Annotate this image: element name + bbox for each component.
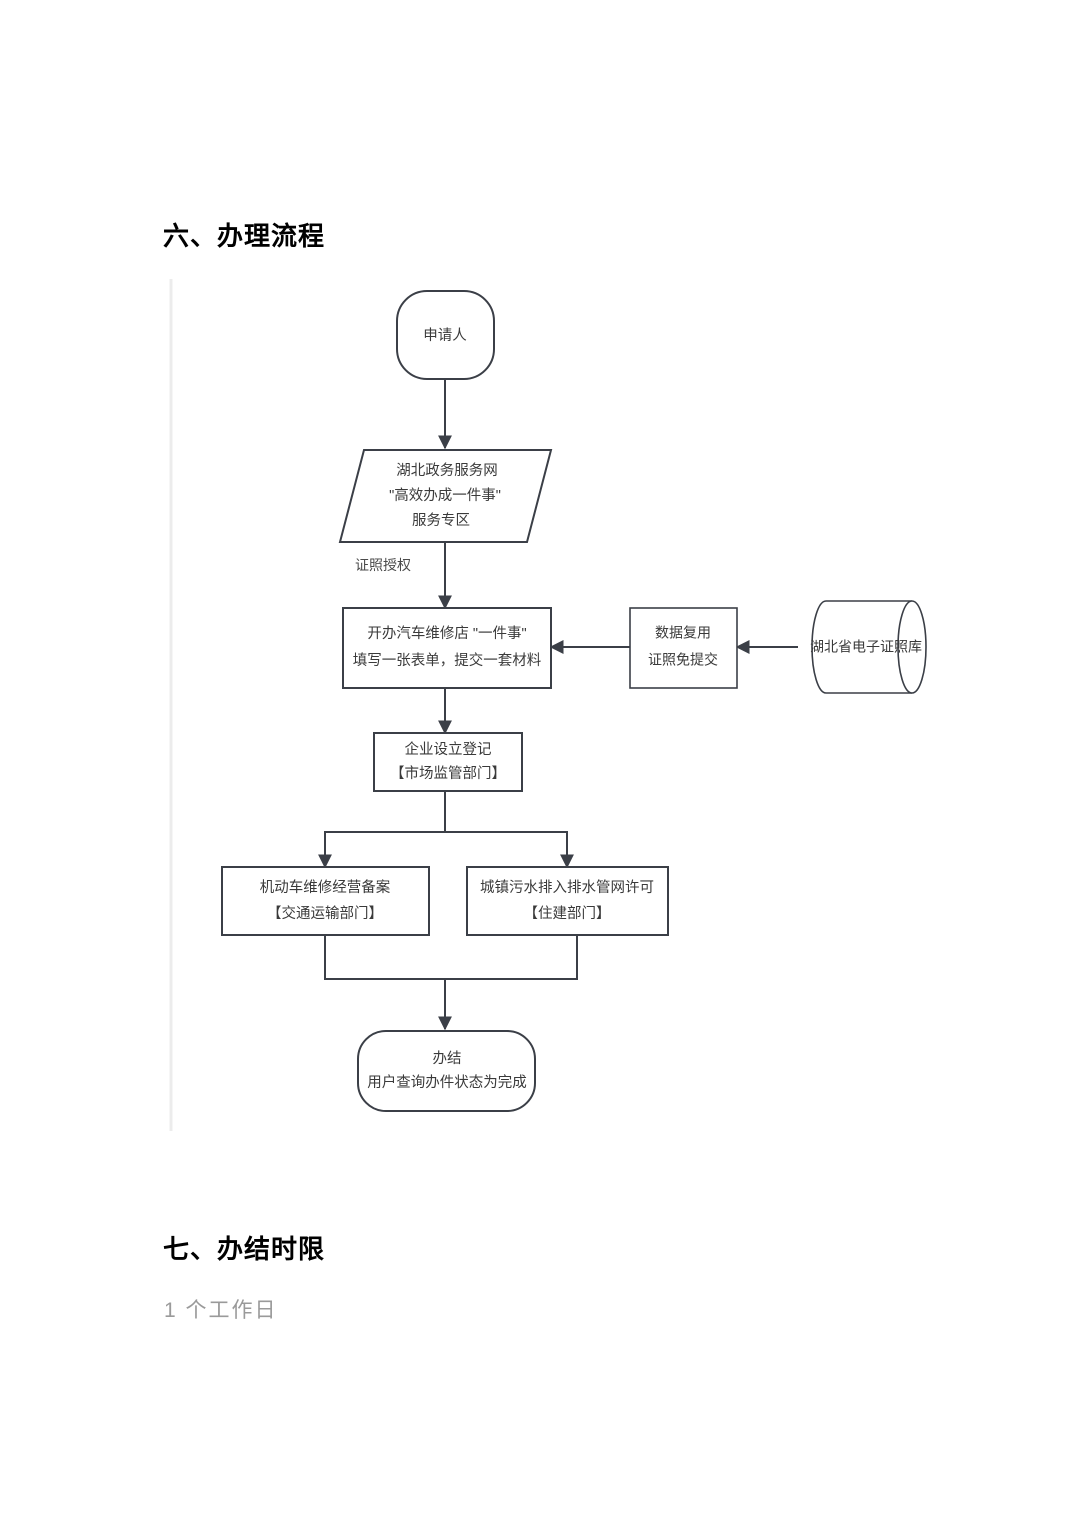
node-portal-line-2: "高效办成一件事" [389, 487, 501, 504]
edge-sewage-permit-to-completed [445, 935, 578, 980]
node-data-reuse-line-1: 数据复用 [655, 625, 711, 641]
node-vehicle-repair-filing[interactable]: 机动车维修经营备案 【交通运输部门】 [221, 866, 430, 936]
node-portal-line-1: 湖北政务服务网 [396, 462, 498, 479]
node-sewage-permit-line-2: 【住建部门】 [524, 905, 611, 922]
node-sewage-permit[interactable]: 城镇污水排入排水管网许可 【住建部门】 [466, 866, 669, 936]
node-one-thing[interactable]: 开办汽车维修店 "一件事" 填写一张表单，提交一套材料 [342, 607, 552, 689]
node-vehicle-repair-filing-line-2: 【交通运输部门】 [267, 904, 383, 922]
node-completed-line-1: 办结 [433, 1050, 462, 1067]
page-title-process: 六、办理流程 [163, 221, 326, 251]
node-applicant[interactable]: 申请人 [396, 290, 495, 380]
page-title-deadline: 七、办结时限 [163, 1234, 326, 1264]
node-license-database-label: 湖北省电子证照库 [810, 639, 922, 655]
deadline-value: 1 个工作日 [164, 1299, 278, 1322]
edge-registration-to-vehicle-filing [318, 791, 446, 869]
node-enterprise-registration[interactable]: 企业设立登记 【市场监管部门】 [373, 732, 523, 792]
node-completed-line-2: 用户查询办件状态为完成 [367, 1074, 527, 1091]
node-one-thing-line-1: 开办汽车维修店 "一件事" [367, 625, 526, 642]
node-vehicle-repair-filing-line-1: 机动车维修经营备案 [260, 878, 391, 896]
node-applicant-label: 申请人 [423, 327, 467, 344]
edge-label-license-authorization: 证照授权 [355, 557, 411, 573]
edge-vehicle-filing-to-completed [324, 935, 445, 980]
node-sewage-permit-line-1: 城镇污水排入排水管网许可 [480, 879, 654, 896]
node-portal-line-3: 服务专区 [412, 512, 470, 529]
node-one-thing-line-2: 填写一张表单，提交一套材料 [353, 651, 542, 669]
node-portal[interactable]: 湖北政务服务网 "高效办成一件事" 服务专区 [338, 449, 553, 543]
node-enterprise-registration-line-1: 企业设立登记 [405, 740, 492, 758]
node-data-reuse[interactable]: 数据复用 证照免提交 [629, 607, 738, 689]
edge-registration-to-sewage-permit [445, 831, 574, 869]
node-enterprise-registration-line-2: 【市场监管部门】 [390, 765, 506, 782]
process-flowchart: 证照授权 申请人 湖北政务服务网 "高效办成一件事" 服务专区 开办汽车维修店 … [0, 265, 1000, 1145]
node-data-reuse-line-2: 证照免提交 [648, 652, 718, 668]
node-license-database[interactable]: 湖北省电子证照库 [810, 600, 927, 694]
node-completed[interactable]: 办结 用户查询办件状态为完成 [357, 1030, 536, 1112]
